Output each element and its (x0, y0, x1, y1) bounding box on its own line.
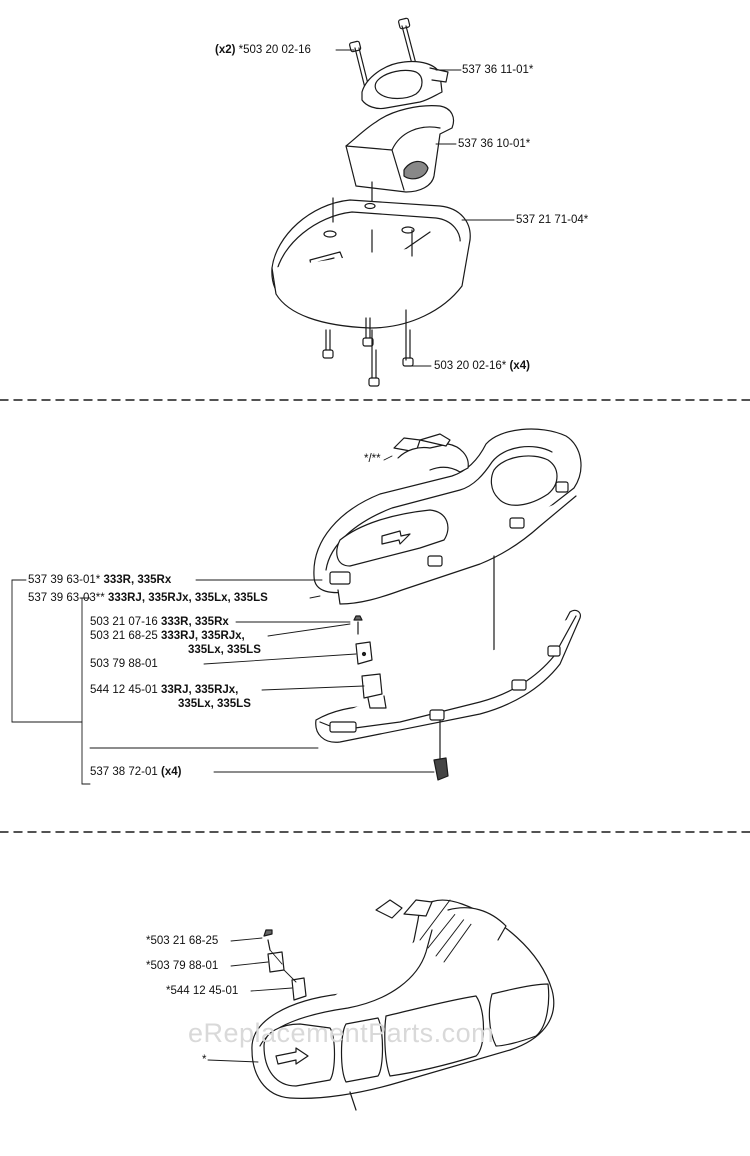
bottom-bolt-2 (362, 317, 374, 347)
label-top-bolt-part: *503 20 02-16 (238, 44, 311, 56)
label-screw-b-part: 503 21 68-25 (90, 630, 158, 642)
label-bracket: 537 36 10-01* (458, 138, 531, 150)
label-kit-b: 537 39 63-03** 333RJ, 335RJx, 335Lx, 335… (28, 592, 268, 605)
label-screw-b: 503 21 68-25 333RJ, 335RJx, (90, 630, 245, 643)
guard-screw (353, 615, 363, 635)
line-cutter-knife (361, 673, 387, 709)
label-guard-mark: */** (364, 453, 381, 465)
label-screw-a-models: 333R, 335Rx (161, 616, 229, 628)
label-kit-a-models: 333R, 335Rx (103, 574, 172, 586)
label-s3-plate: *503 79 88-01 (146, 960, 219, 972)
label-knife-models-2: 335Lx, 335LS (178, 698, 251, 710)
label-screw-b-models-2: 335Lx, 335LS (188, 644, 261, 656)
label-clip-part: 537 38 72-01 (90, 766, 158, 778)
label-bottom-bolt: 503 20 02-16* (x4) (434, 360, 530, 373)
trimmer-guard-top (271, 199, 471, 329)
bottom-knife (291, 977, 307, 1001)
label-knife-part: 544 12 45-01 (90, 684, 158, 696)
label-screw-a-part: 503 21 07-16 (90, 616, 158, 628)
bottom-bolt-1 (322, 329, 334, 359)
guard-bracket (345, 105, 455, 193)
label-s3-knife: *544 12 45-01 (166, 985, 239, 997)
top-bolt-left (349, 40, 370, 89)
label-kit-b-part: 537 39 63-03** (28, 592, 105, 604)
cutting-strip (315, 609, 581, 743)
label-clip-qty: (x4) (161, 766, 182, 778)
label-s3-guard-mark: * (202, 1054, 207, 1066)
label-clamp: 537 36 11-01* (462, 64, 534, 76)
label-knife-line2: 335Lx, 335LS (178, 698, 251, 711)
kit-bracket (11, 455, 435, 785)
top-bolt-right (398, 17, 417, 65)
label-screw-b-models-1: 333RJ, 335RJx, (161, 630, 245, 642)
label-top-bolt: (x2) *503 20 02-16 (215, 44, 311, 57)
mounting-plate (355, 641, 373, 665)
label-bottom-bolt-qty: (x4) (509, 360, 530, 372)
label-knife: 544 12 45-01 33RJ, 335RJx, (90, 684, 238, 697)
bottom-leaders (207, 937, 297, 1063)
trimmer-guard-middle (313, 428, 582, 605)
label-guard: 537 21 71-04* (516, 214, 589, 226)
label-kit-a-part: 537 39 63-01* (28, 574, 101, 586)
trimmer-guard-bottom (251, 899, 555, 1111)
label-clip: 537 38 72-01 (x4) (90, 766, 181, 779)
label-knife-models-1: 33RJ, 335RJx, (161, 684, 239, 696)
label-plate: 503 79 88-01 (90, 658, 158, 670)
bottom-bolt-4 (368, 329, 380, 387)
label-bottom-bolt-part: 503 20 02-16* (434, 360, 507, 372)
label-top-bolt-qty: (x2) (215, 44, 236, 56)
bottom-plate (267, 951, 285, 973)
guard-clip (433, 719, 449, 781)
bottom-screw (263, 929, 273, 951)
label-s3-screw: *503 21 68-25 (146, 935, 219, 947)
label-kit-b-models: 333RJ, 335RJx, 335Lx, 335LS (107, 592, 268, 604)
label-kit-a: 537 39 63-01* 333R, 335Rx (28, 574, 171, 587)
label-screw-a: 503 21 07-16 333R, 335Rx (90, 616, 229, 629)
shaft-clamp (361, 60, 449, 110)
label-screw-b-line2: 335Lx, 335LS (188, 644, 261, 657)
watermark: eReplacementParts.com (188, 1018, 495, 1048)
bottom-bolt-3 (402, 309, 414, 367)
